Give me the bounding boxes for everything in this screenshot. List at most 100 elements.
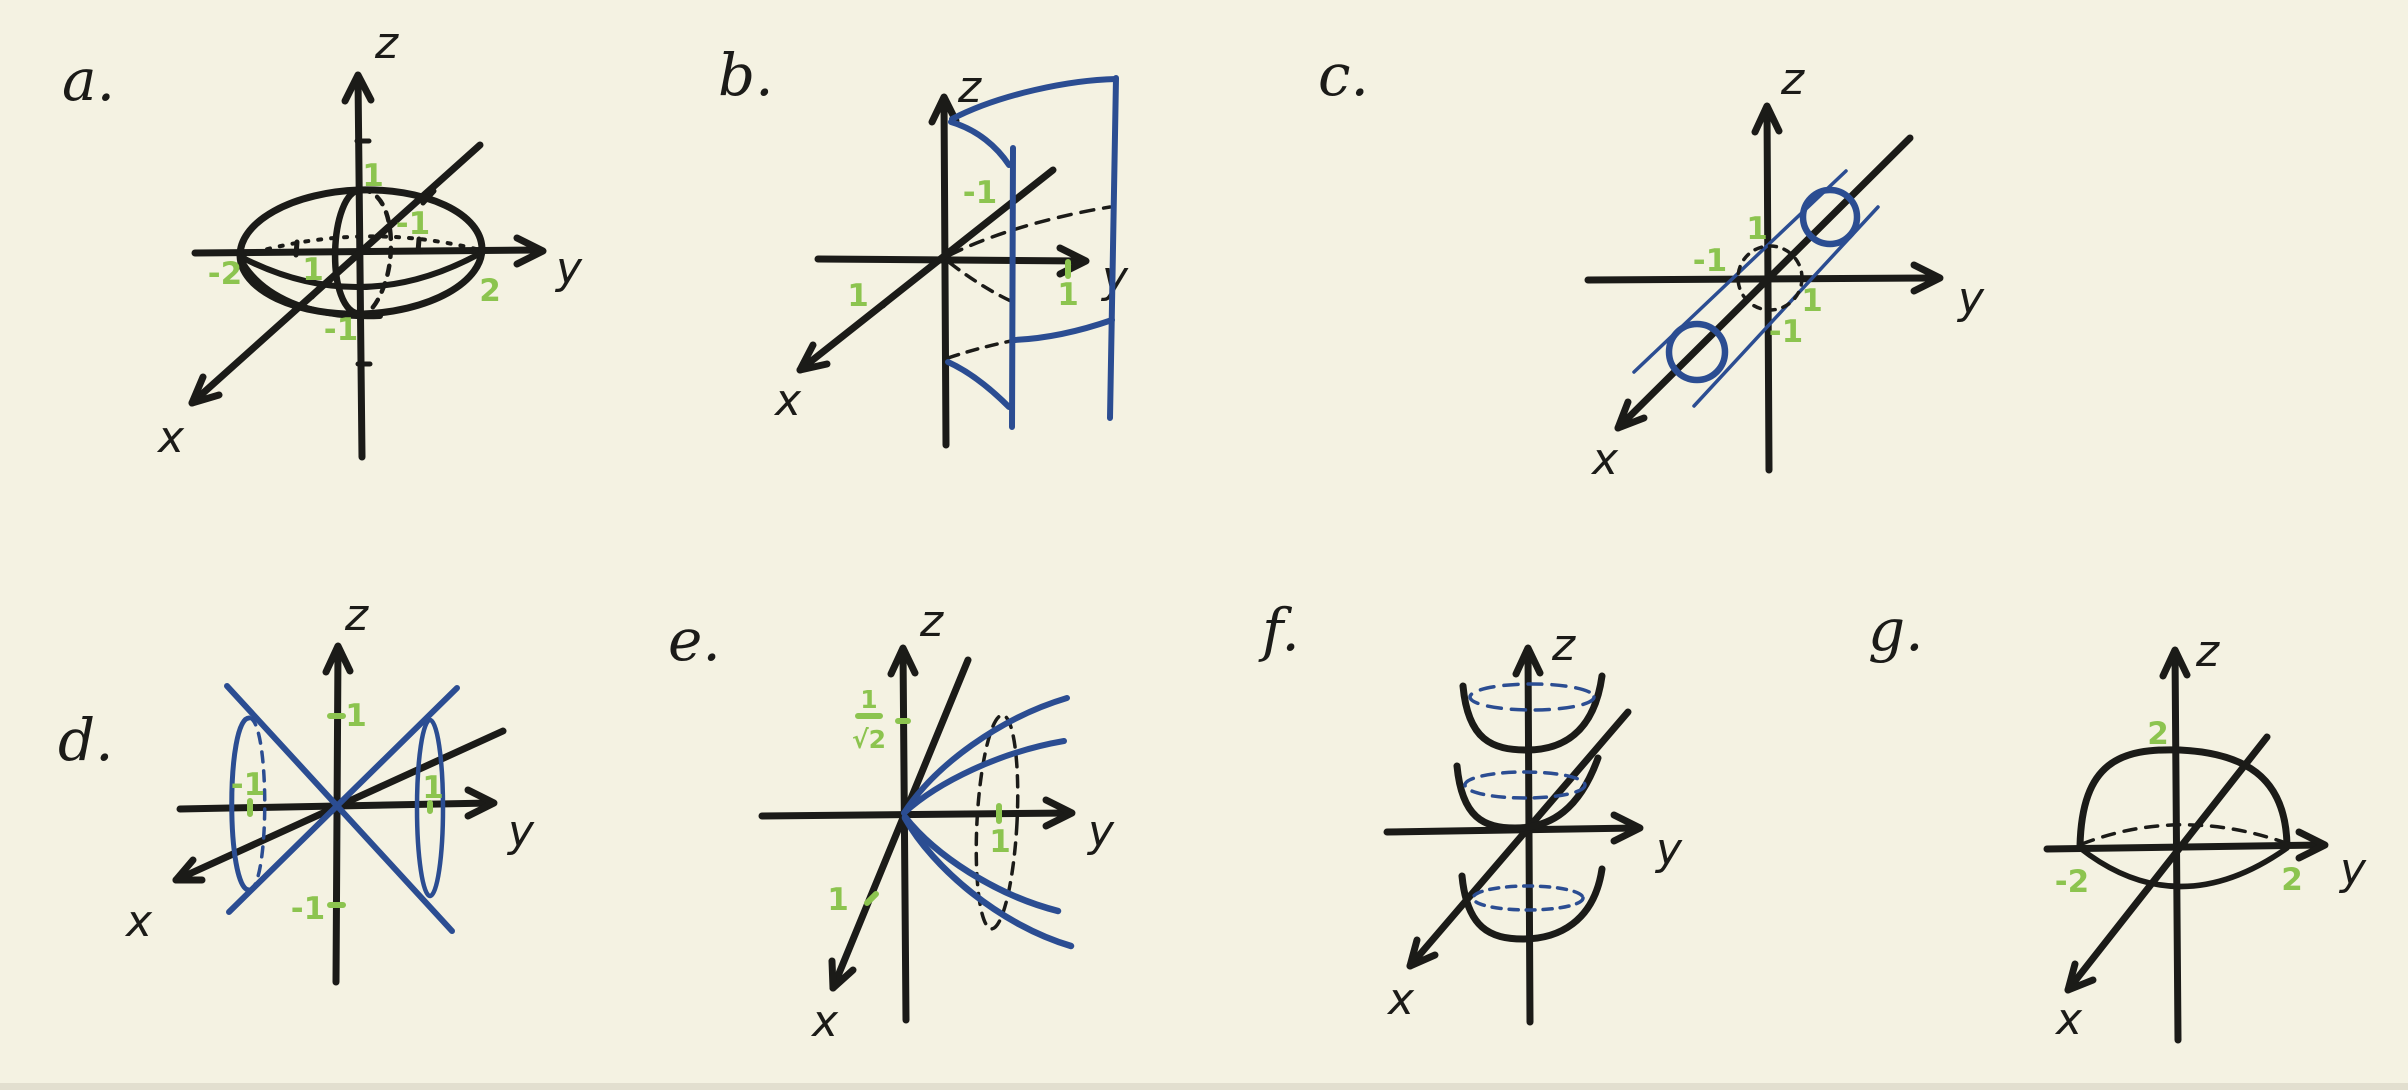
cross-section-dashed-ellipse: [974, 713, 1020, 931]
base-front-edge-arc: [2077, 845, 2290, 890]
y-axis-label: y: [2338, 844, 2367, 895]
parabola-lower-inner: [901, 813, 1062, 915]
y-axis-line: [1584, 274, 1941, 284]
parabola-upper-inner: [901, 738, 1067, 816]
x-axis-arrow-icon: [1406, 936, 1439, 970]
y-axis-label: y: [1956, 273, 1985, 324]
parabola-lower-outer: [901, 814, 1075, 950]
paraboloid-bottom-outline: [1458, 865, 1606, 943]
x-axis-label: x: [810, 996, 839, 1047]
z-axis-line: [1763, 104, 1773, 474]
z-tick-fraction-numerator: 1: [860, 685, 877, 714]
parabola-upper-outer: [901, 695, 1070, 816]
z-axis-arrow-icon: [2159, 646, 2191, 680]
z-tick-2: 2: [2147, 716, 2169, 752]
z-axis-label: z: [374, 18, 399, 69]
axis-tick-marks: [293, 138, 437, 367]
z-tick-neg1: -1: [324, 312, 358, 348]
hidden-top-edge-dashed: [948, 205, 1112, 257]
right-rim-ellipse: [414, 717, 446, 899]
y-tick-1: 1: [422, 770, 444, 806]
x-tick-1: 1: [302, 252, 324, 288]
panel-letter-c: c.: [1318, 41, 1369, 109]
y-tick-neg2: -2: [2055, 864, 2089, 900]
z-tick-1: 1: [362, 158, 384, 194]
panel-c: c. z y x 1 -1 1 -1: [1318, 41, 1985, 485]
y-tick-2: 2: [2281, 862, 2303, 898]
left-rim-back-dashed: [247, 716, 267, 892]
x-axis-line: [1614, 134, 1914, 432]
x-axis-arrow-icon: [172, 856, 206, 884]
x-axis-arrow-icon: [828, 957, 857, 992]
z-axis-label: z: [344, 590, 369, 641]
z-tick-fraction-denominator: √2: [852, 725, 886, 754]
cone-edge-1: [224, 683, 455, 934]
y-axis-label: y: [1654, 824, 1683, 875]
z-axis-arrow-icon: [1751, 102, 1783, 136]
y-tick-2: 2: [479, 273, 501, 309]
y-axis-label: y: [506, 806, 535, 857]
x-tick-1: 1: [827, 882, 849, 918]
panel-b: b. z y x -1 1 1: [718, 41, 1129, 449]
y-axis-arrow-icon: [1910, 261, 1944, 295]
y-tick-neg1: -1: [231, 767, 265, 803]
z-axis-label: z: [1780, 54, 1805, 105]
y-tick-1: 1: [1057, 277, 1079, 313]
hemisphere-dome-outline: [2076, 746, 2291, 850]
z-axis-arrow-icon: [928, 93, 960, 126]
z-axis-arrow-icon: [322, 642, 354, 676]
x-axis-arrow-icon: [2064, 960, 2097, 994]
cone-edge-2: [226, 685, 460, 915]
z-tick-neg1: -1: [291, 891, 325, 927]
panel-e: e. z y x 1 √2 1 1: [668, 596, 1115, 1047]
y-tick-1: 1: [989, 824, 1011, 860]
cylinder-end-circle-front: [1665, 320, 1729, 384]
base-back-edge-dashed: [2080, 823, 2288, 846]
equator-back-dotted: [240, 234, 482, 258]
hidden-bottom-edge-dashed: [946, 338, 1018, 360]
panel-letter-f: f.: [1258, 596, 1300, 664]
panel-a: a. z y x 1 -1 -2 1 2 -1: [62, 18, 583, 463]
z-axis-label: z: [1551, 620, 1576, 671]
z-axis-arrow-icon: [887, 644, 919, 678]
y-axis-arrow-icon: [513, 234, 547, 268]
paraboloid-bottom-rim-dashed: [1471, 884, 1585, 912]
cylinder-back-ruling: [1107, 75, 1119, 421]
panel-letter-g: g.: [1868, 596, 1924, 664]
x-axis-label: x: [1590, 434, 1619, 485]
bottom-near-arc: [945, 359, 1012, 410]
z-axis-label: z: [2195, 626, 2220, 677]
paraboloid-top-outline: [1459, 672, 1606, 754]
x-tick-neg1: -1: [396, 206, 430, 242]
meridian-back-dashed: [358, 187, 394, 317]
y-axis-label: y: [554, 243, 583, 294]
cylinder-end-circle-back: [1799, 186, 1861, 248]
unit-circle-dashed: [1736, 244, 1804, 312]
x-axis-arrow-icon: [1614, 398, 1648, 432]
z-axis-line: [354, 74, 366, 461]
x-axis-line: [1406, 708, 1632, 970]
x-tick-neg1: -1: [963, 175, 997, 211]
paraboloid-middle-rim-dashed: [1463, 770, 1587, 800]
meridian-front-arc: [331, 186, 365, 318]
paraboloid-top-rim-dashed: [1468, 682, 1596, 712]
z-axis-line: [332, 644, 342, 986]
y-tick-neg2: -2: [208, 256, 242, 292]
paraboloid-middle-outline: [1453, 754, 1602, 832]
z-axis-line: [940, 96, 950, 449]
y-axis-arrow-icon: [2295, 828, 2329, 862]
z-axis-arrow-icon: [341, 71, 375, 105]
top-near-arc: [948, 119, 1012, 168]
x-tick-1: 1: [847, 278, 869, 314]
x-axis-label: x: [124, 896, 153, 947]
y-axis-label: y: [1086, 806, 1115, 857]
z-axis-line: [899, 646, 910, 1024]
panel-d: d. z y x 1 -1 1 -1: [58, 590, 535, 986]
panel-letter-d: d.: [58, 706, 114, 774]
x-axis-line: [2064, 733, 2271, 994]
x-axis-line: [829, 656, 972, 992]
hidden-front-edge-dashed: [948, 261, 1015, 304]
x-axis-label: x: [773, 375, 802, 426]
panel-letter-a: a.: [62, 46, 115, 114]
